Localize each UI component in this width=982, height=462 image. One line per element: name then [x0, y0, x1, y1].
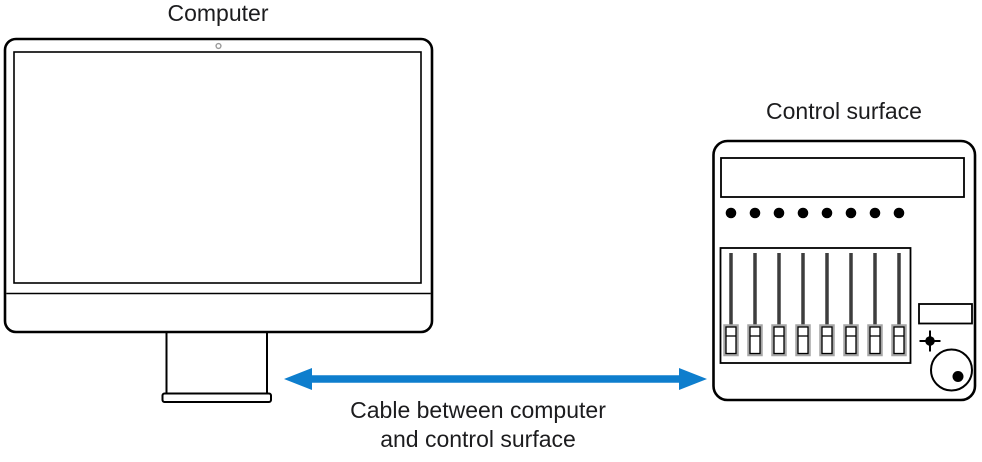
fader-icon — [795, 253, 811, 357]
control-surface-label: Control surface — [766, 98, 922, 124]
camera-icon — [215, 42, 222, 50]
control-surface-illustration — [712, 139, 977, 402]
computer-label: Computer — [167, 0, 269, 26]
cable-arrow — [284, 368, 707, 390]
computer-stand — [165, 329, 268, 395]
knob-icon — [869, 207, 881, 219]
function-button — [918, 303, 973, 325]
jog-wheel — [930, 348, 973, 392]
knob-icon — [797, 207, 809, 219]
computer-stand-base — [161, 392, 272, 403]
knob-icon — [773, 207, 785, 219]
fader-icon — [843, 253, 859, 357]
computer-illustration — [3, 37, 434, 403]
fader-icon — [867, 253, 883, 357]
fader-icon — [723, 253, 739, 357]
computer-screen — [13, 51, 422, 284]
knob-icon — [893, 207, 905, 219]
control-surface-display — [720, 157, 965, 198]
knob-icon — [845, 207, 857, 219]
fader-icon — [891, 253, 907, 357]
knob-icon — [821, 207, 833, 219]
fader-icon — [819, 253, 835, 357]
faders-layer — [723, 253, 907, 357]
cable-caption: Cable between computer and control surfa… — [278, 396, 678, 454]
fader-icon — [771, 253, 787, 357]
cable-caption-line2: and control surface — [380, 426, 576, 452]
jog-wheel-dot — [952, 371, 964, 382]
cable-caption-line1: Cable between computer — [350, 397, 606, 423]
fader-icon — [747, 253, 763, 357]
knob-icon — [749, 207, 761, 219]
knobs-layer — [725, 207, 905, 219]
crosshair-icon — [919, 330, 941, 352]
knob-icon — [725, 207, 737, 219]
